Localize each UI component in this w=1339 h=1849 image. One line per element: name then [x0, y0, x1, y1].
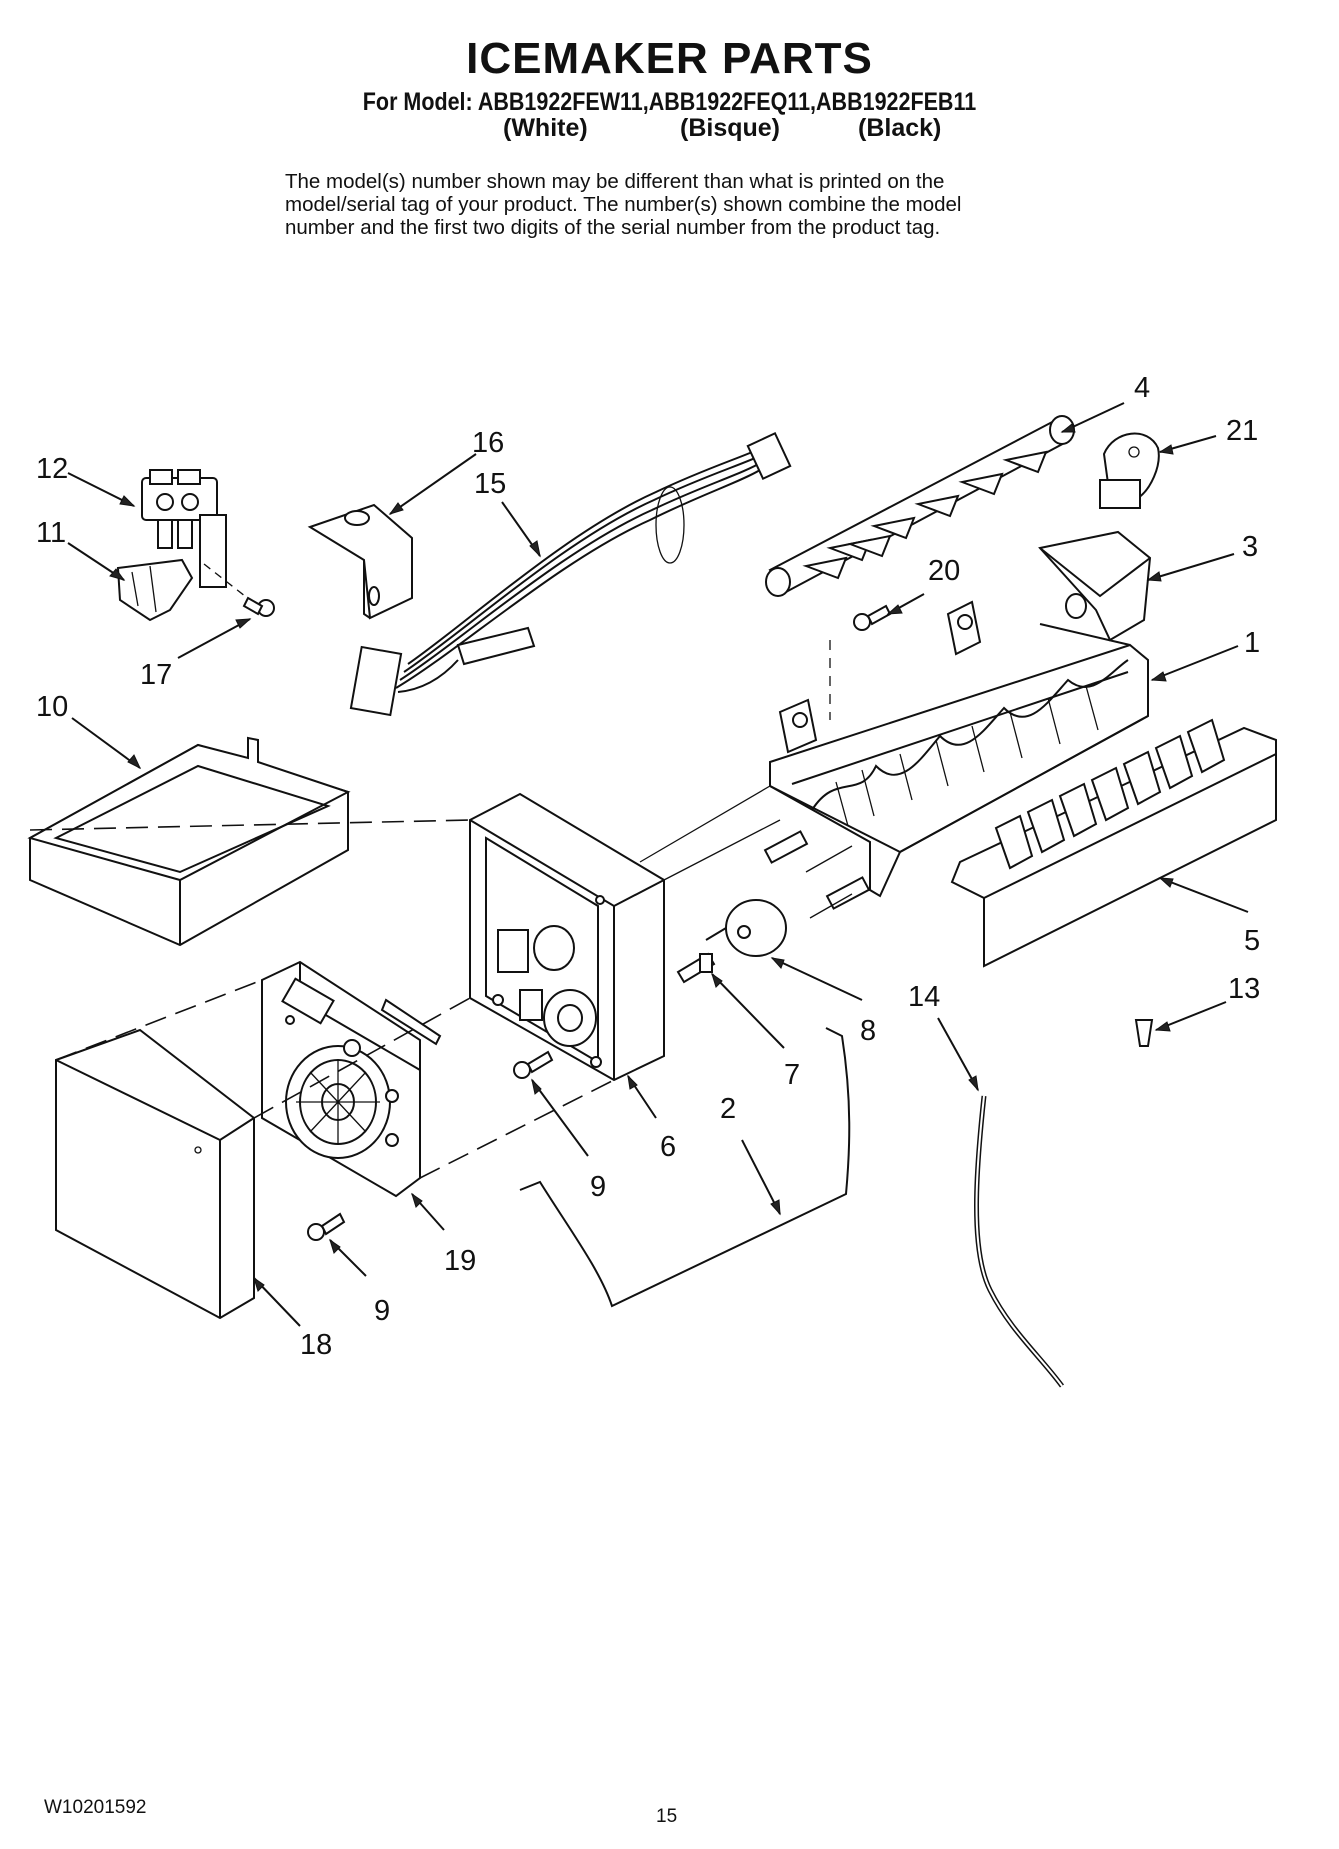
callout-21: 21: [1226, 415, 1258, 447]
callout-11: 11: [36, 517, 66, 549]
callout-18: 18: [300, 1329, 332, 1361]
callout-13: 13: [1228, 973, 1260, 1005]
callout-17: 17: [140, 659, 172, 691]
callout-numbers: 4 21 16 15 12 11 3 20 17 1 10 5 13 14 8 …: [36, 372, 1260, 1361]
leader-lines: [67, 402, 1249, 1327]
part-stripper: [950, 718, 1277, 968]
part-motor-assembly: [261, 960, 442, 1198]
part-wire-bracket: [307, 503, 413, 620]
part-screw-20: [829, 604, 892, 720]
page-number: 15: [656, 1806, 678, 1827]
part-valve-bracket: [116, 558, 194, 622]
part-fill-tube: [974, 1095, 1065, 1388]
callout-7: 7: [784, 1059, 800, 1091]
callout-16: 16: [472, 427, 504, 459]
part-cam: [1099, 432, 1160, 509]
callout-9-upper: 9: [590, 1171, 606, 1203]
part-control-housing: [469, 792, 665, 1082]
callout-20: 20: [928, 555, 960, 587]
callout-10: 10: [36, 691, 68, 723]
part-fill-cup: [1038, 530, 1152, 642]
part-ejector: [765, 415, 1075, 597]
part-plug: [1134, 1019, 1154, 1047]
note-line: number and the first two digits of the s…: [285, 216, 941, 239]
alignment-lines: [29, 785, 781, 1179]
part-thermostat: [676, 952, 716, 984]
part-screw-9-lower: [307, 1212, 346, 1241]
page-title: ICEMAKER PARTS: [466, 34, 873, 83]
callout-6: 6: [660, 1131, 676, 1163]
model-note: The model(s) number shown may be differe…: [285, 170, 1105, 239]
callout-2: 2: [720, 1093, 736, 1125]
part-screw-17: [203, 563, 275, 617]
part-wire-harness: [349, 432, 792, 717]
part-ice-bin: [27, 736, 351, 947]
callout-8: 8: [860, 1015, 876, 1047]
part-shutoff-arm: [519, 1027, 851, 1308]
callout-19: 19: [444, 1245, 476, 1277]
callout-3: 3: [1242, 531, 1258, 563]
part-screw-9-upper: [513, 1050, 554, 1079]
part-front-cover: [55, 1028, 255, 1320]
callout-1: 1: [1244, 627, 1260, 659]
variant-white: (White): [503, 114, 588, 142]
part-water-valve: [141, 469, 227, 588]
callout-9-lower: 9: [374, 1295, 390, 1327]
part-fasteners: [763, 830, 871, 919]
note-line: The model(s) number shown may be differe…: [285, 170, 945, 193]
model-numbers: For Model: ABB1922FEW11,ABB1922FEQ11,ABB…: [362, 88, 977, 116]
callout-14: 14: [908, 981, 940, 1013]
note-line: model/serial tag of your product. The nu…: [285, 193, 962, 216]
callout-5: 5: [1244, 925, 1260, 957]
variant-black: (Black): [858, 114, 942, 142]
part-ice-mold: [769, 600, 1149, 898]
document-number: W10201592: [44, 1797, 147, 1818]
part-thermistor: [705, 899, 787, 957]
variant-bisque: (Bisque): [680, 114, 780, 142]
callout-15: 15: [474, 468, 506, 500]
callout-12: 12: [36, 453, 68, 485]
callout-4: 4: [1134, 372, 1150, 404]
